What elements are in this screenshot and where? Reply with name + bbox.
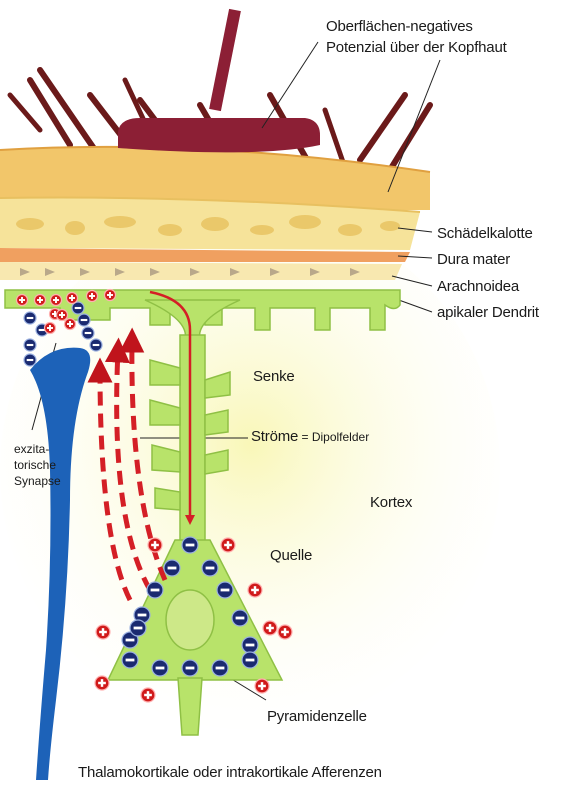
positive-charge [87,291,98,302]
surface-potential-label-2: Potenzial über der Kopfhaut [326,39,507,56]
positive-charge [263,621,277,635]
negative-charge [164,560,180,576]
positive-charge [105,290,116,301]
positive-charge [278,625,292,639]
synapse-label-3: Synapse [14,474,61,488]
negative-charge [82,327,94,339]
cortex-label: Kortex [370,494,412,511]
negative-charge [212,660,228,676]
negative-charge [217,582,233,598]
positive-charge [35,295,46,306]
negative-charge [242,652,258,668]
negative-charge [182,660,198,676]
negative-charge [147,582,163,598]
apical-dendrite-label: apikaler Dendrit [437,304,539,321]
negative-charge [24,312,36,324]
positive-charge [45,323,56,334]
skull-label: Schädelkalotte [437,225,533,242]
negative-charge [152,660,168,676]
negative-charge [90,339,102,351]
scalp-electrode [118,10,320,152]
negative-charge [24,354,36,366]
positive-charge [141,688,155,702]
positive-charge [148,538,162,552]
positive-charge [17,295,28,306]
positive-charge [255,679,269,693]
dura-layer [0,248,410,280]
positive-charge [95,676,109,690]
positive-charge [51,295,62,306]
positive-charge [248,583,262,597]
surface-potential-label-1: Oberflächen-negatives [326,18,473,35]
positive-charge [67,293,78,304]
currents-label: Ströme = Dipolfelder [251,428,369,446]
dura-label: Dura mater [437,251,510,268]
synapse-label-2: torische [14,458,56,472]
negative-charge [24,339,36,351]
negative-charge [130,620,146,636]
synapse-label-1: exzita- [14,442,49,456]
currents-bold: Ströme [251,428,298,445]
positive-charge [221,538,235,552]
negative-charge [202,560,218,576]
currents-rest: = Dipolfelder [298,430,369,444]
source-label: Quelle [270,547,312,564]
negative-charge [182,537,198,553]
negative-charge [78,314,90,326]
afferents-label: Thalamokortikale oder intrakortikale Aff… [78,764,382,781]
negative-charge [242,637,258,653]
positive-charge [57,310,68,321]
sink-label: Senke [253,368,295,385]
pyramidal-cell-label: Pyramidenzelle [267,708,367,725]
positive-charge [96,625,110,639]
negative-charge [122,652,138,668]
positive-charge [65,319,76,330]
negative-charge [232,610,248,626]
arachnoid-label: Arachnoidea [437,278,519,295]
